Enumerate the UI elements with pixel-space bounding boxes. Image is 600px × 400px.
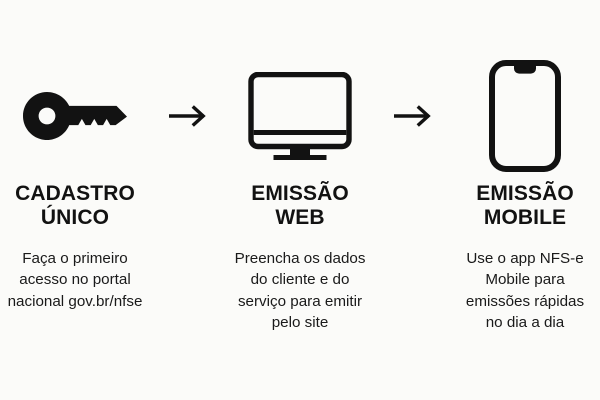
key-icon xyxy=(23,92,127,140)
connector-slot xyxy=(388,62,438,170)
step-icon-slot xyxy=(10,62,140,170)
step-icon-slot xyxy=(235,62,365,170)
step-description: Preencha os dados do cliente e do serviç… xyxy=(234,249,366,332)
step-description: Faça o primeiro acesso no portal naciona… xyxy=(7,249,143,310)
arrow-right-icon xyxy=(393,105,432,127)
step-title: CADASTRO ÚNICO xyxy=(15,182,135,230)
step-emissao-web: EMISSÃO WEB Preencha os dados do cliente… xyxy=(213,62,388,334)
step-description: Use o app NFS-e Mobile para emissões ráp… xyxy=(465,249,585,332)
step-cadastro-unico: CADASTRO ÚNICO Faça o primeiro acesso no… xyxy=(0,62,163,312)
mobile-phone-icon xyxy=(489,60,561,172)
step-icon-slot xyxy=(460,60,590,172)
arrow-right-icon xyxy=(168,105,207,127)
desktop-monitor-icon xyxy=(248,72,352,160)
step-title: EMISSÃO MOBILE xyxy=(476,182,574,230)
step-title: EMISSÃO WEB xyxy=(251,182,349,230)
connector-slot xyxy=(163,62,213,170)
step-emissao-mobile: EMISSÃO MOBILE Use o app NFS-e Mobile pa… xyxy=(438,60,600,334)
